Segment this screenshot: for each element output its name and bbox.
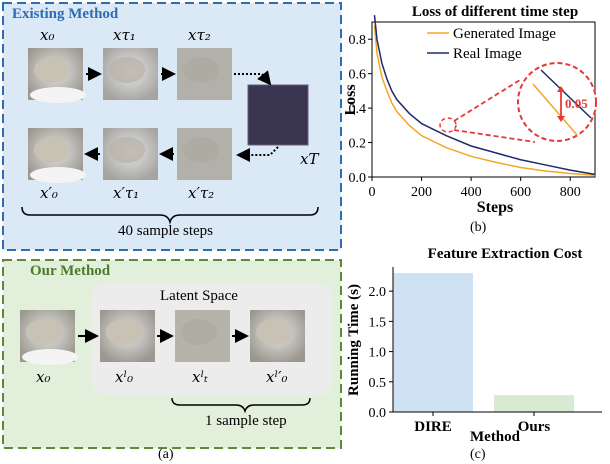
label-x0: x₀ bbox=[40, 26, 55, 44]
label-latent-x0-prime: xˡ′₀ bbox=[266, 368, 288, 386]
image-x-tau2-prime bbox=[177, 128, 232, 180]
label-x-tau1-prime: x′τ₁ bbox=[113, 184, 140, 202]
loss-xtick-label: 800 bbox=[560, 185, 581, 200]
arrow bbox=[234, 70, 272, 86]
loss-ylabel: Loss bbox=[345, 84, 359, 115]
latent-space-label: Latent Space bbox=[160, 288, 238, 304]
existing-method-title: Existing Method bbox=[12, 6, 119, 22]
arrow bbox=[236, 146, 279, 162]
loss-ytick-label: 0.2 bbox=[349, 137, 367, 152]
cost-ytick-label: 1.5 bbox=[369, 315, 387, 330]
loss-ytick-label: 0.4 bbox=[349, 102, 367, 117]
caption-c: (c) bbox=[470, 447, 486, 462]
loss-xtick-label: 600 bbox=[510, 185, 531, 200]
cost-chart: Feature Extraction Cost 0.00.51.01.52.0 … bbox=[346, 246, 602, 445]
our-method-title: Our Method bbox=[30, 263, 111, 279]
zoom-annotation: 0.05 bbox=[565, 96, 588, 111]
series-real-line bbox=[373, 15, 596, 176]
image-latent-x0-prime bbox=[250, 310, 305, 362]
cost-xlabel: Method bbox=[470, 429, 521, 445]
image-x0-prime bbox=[28, 128, 86, 183]
cost-ylabel: Running Time (s) bbox=[346, 284, 362, 396]
cost-chart-title: Feature Extraction Cost bbox=[428, 246, 583, 262]
cost-xtick-label: DIRE bbox=[414, 419, 452, 435]
label-ours-x0: x₀ bbox=[36, 368, 51, 386]
image-ours-x0 bbox=[20, 310, 78, 365]
image-noise-xT bbox=[248, 85, 308, 145]
image-x-tau2 bbox=[177, 48, 232, 100]
zoom-real-line bbox=[540, 69, 592, 119]
legend-real-label: Real Image bbox=[453, 46, 522, 62]
zoom-circle bbox=[517, 62, 597, 142]
label-x0-prime: x′₀ bbox=[40, 184, 58, 202]
label-latent-x0: xˡ₀ bbox=[115, 368, 134, 386]
loss-xlabel: Steps bbox=[477, 199, 513, 216]
loss-ytick-label: 0.0 bbox=[349, 171, 367, 186]
cost-ytick-label: 2.0 bbox=[369, 285, 387, 300]
label-x-tau1: xτ₁ bbox=[113, 26, 136, 44]
label-xT: xT bbox=[300, 150, 319, 168]
series-generated-line bbox=[373, 25, 596, 177]
zoom-line bbox=[453, 129, 536, 143]
cost-xtick-label: Ours bbox=[518, 419, 551, 435]
loss-legend: Generated Image Real Image bbox=[427, 26, 556, 62]
label-x-tau2: xτ₂ bbox=[188, 26, 211, 44]
label-x-tau2-prime: x′τ₂ bbox=[188, 184, 215, 202]
zoom-generated-line bbox=[532, 83, 578, 136]
loss-ytick-label: 0.6 bbox=[349, 68, 367, 83]
caption-a: (a) bbox=[158, 447, 174, 462]
bar-dire bbox=[393, 273, 473, 412]
loss-xtick-label: 0 bbox=[369, 185, 376, 200]
zoom-line bbox=[453, 79, 521, 122]
loss-xtick-label: 200 bbox=[411, 185, 432, 200]
loss-xtick-label: 400 bbox=[461, 185, 482, 200]
steps-brace bbox=[21, 206, 319, 225]
zoom-source-circle bbox=[439, 117, 457, 133]
loss-chart-title: Loss of different time step bbox=[412, 4, 578, 20]
cost-ytick-label: 0.5 bbox=[369, 376, 387, 391]
cost-ytick-label: 1.0 bbox=[369, 346, 387, 361]
caption-b: (b) bbox=[470, 220, 487, 235]
image-x0 bbox=[28, 48, 86, 103]
bar-ours bbox=[494, 395, 574, 412]
image-x-tau1-prime bbox=[103, 128, 158, 180]
image-latent-xt bbox=[175, 310, 230, 362]
cost-ytick-label: 0.0 bbox=[369, 406, 387, 421]
panel-a bbox=[2, 2, 342, 449]
loss-ytick-label: 0.8 bbox=[349, 33, 367, 48]
loss-chart: Loss of different time step 0.0 0.2 0.4 0.6… bbox=[345, 4, 597, 216]
legend-generated-label: Generated Image bbox=[453, 26, 556, 42]
ours-steps-caption: 1 sample step bbox=[205, 413, 287, 429]
steps-brace-ours bbox=[171, 397, 311, 414]
image-latent-x0 bbox=[100, 310, 155, 362]
image-x-tau1 bbox=[103, 48, 158, 100]
existing-steps-caption: 40 sample steps bbox=[118, 223, 213, 239]
label-latent-xt: xˡₜ bbox=[192, 368, 208, 386]
